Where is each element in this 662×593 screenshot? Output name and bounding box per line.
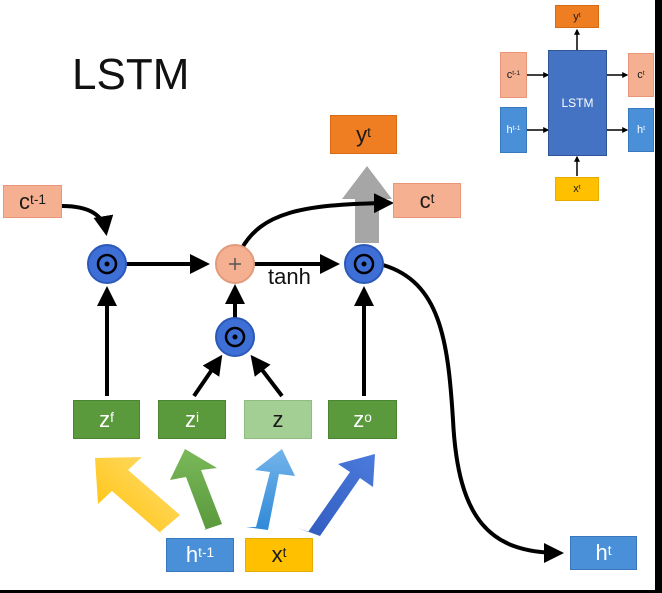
edge-output-to-ht [382, 263, 564, 563]
c-out-base: c [419, 187, 431, 213]
mini-h-in-sup: t-1 [512, 125, 521, 133]
h-out-base: h [595, 540, 608, 565]
h-out-sup: t [607, 543, 612, 559]
zi-sup: i [195, 409, 200, 425]
mini-lstm-block: LSTM [548, 50, 607, 156]
edge-z-to-input-mult [250, 354, 284, 398]
zo-sup: o [364, 409, 372, 425]
input-arrow-to-z [246, 449, 295, 530]
mini-c-in-sup: t-1 [512, 70, 521, 78]
mini-h-out-sup: t [643, 125, 646, 133]
edge-cprev-to-forget [61, 204, 114, 236]
input-arrow-to-zf [95, 457, 180, 536]
mini-h-in-base: h [506, 124, 513, 136]
mini-x-sup: t [578, 184, 581, 192]
mini-c-out-base: c [637, 69, 643, 81]
z-base: z [272, 406, 284, 432]
tanh-label: tanh [268, 264, 311, 289]
c-prev-sup: t-1 [30, 191, 46, 207]
zf-base: z [99, 406, 111, 432]
output-gate-multiply [344, 244, 384, 284]
input-gate-multiply [215, 317, 255, 357]
y-output-sup: t [367, 124, 371, 140]
mini-c-in-base: c [506, 69, 513, 81]
h-prev-base: h [185, 542, 199, 567]
edge-zi-to-input-mult [192, 354, 223, 398]
zo-base: z [353, 406, 365, 432]
input-arrow-to-zi [170, 449, 222, 530]
zi-base: z [184, 406, 196, 432]
x-input-sup: t [282, 545, 287, 561]
input-arrow-to-zo [298, 454, 375, 536]
x-input-base: x [271, 542, 283, 567]
h-prev-sup: t-1 [198, 545, 215, 561]
mini-y-base: y [573, 10, 579, 23]
y-output-base: y [356, 121, 368, 147]
mini-lstm-label: LSTM [561, 96, 594, 110]
mini-c-out-sup: t [642, 70, 645, 78]
zf-sup: f [110, 409, 114, 425]
c-prev-base: c [19, 188, 31, 214]
c-out-sup: t [430, 190, 435, 206]
edge-add-to-ct [240, 193, 394, 250]
mini-h-out-base: h [636, 124, 644, 136]
cell-add-operator [215, 244, 255, 284]
forget-gate-multiply [87, 244, 127, 284]
mini-y-sup: t [578, 11, 581, 19]
mini-x-base: x [573, 183, 579, 195]
diagram-title: LSTM [72, 50, 190, 99]
z-candidate: z [244, 400, 312, 439]
